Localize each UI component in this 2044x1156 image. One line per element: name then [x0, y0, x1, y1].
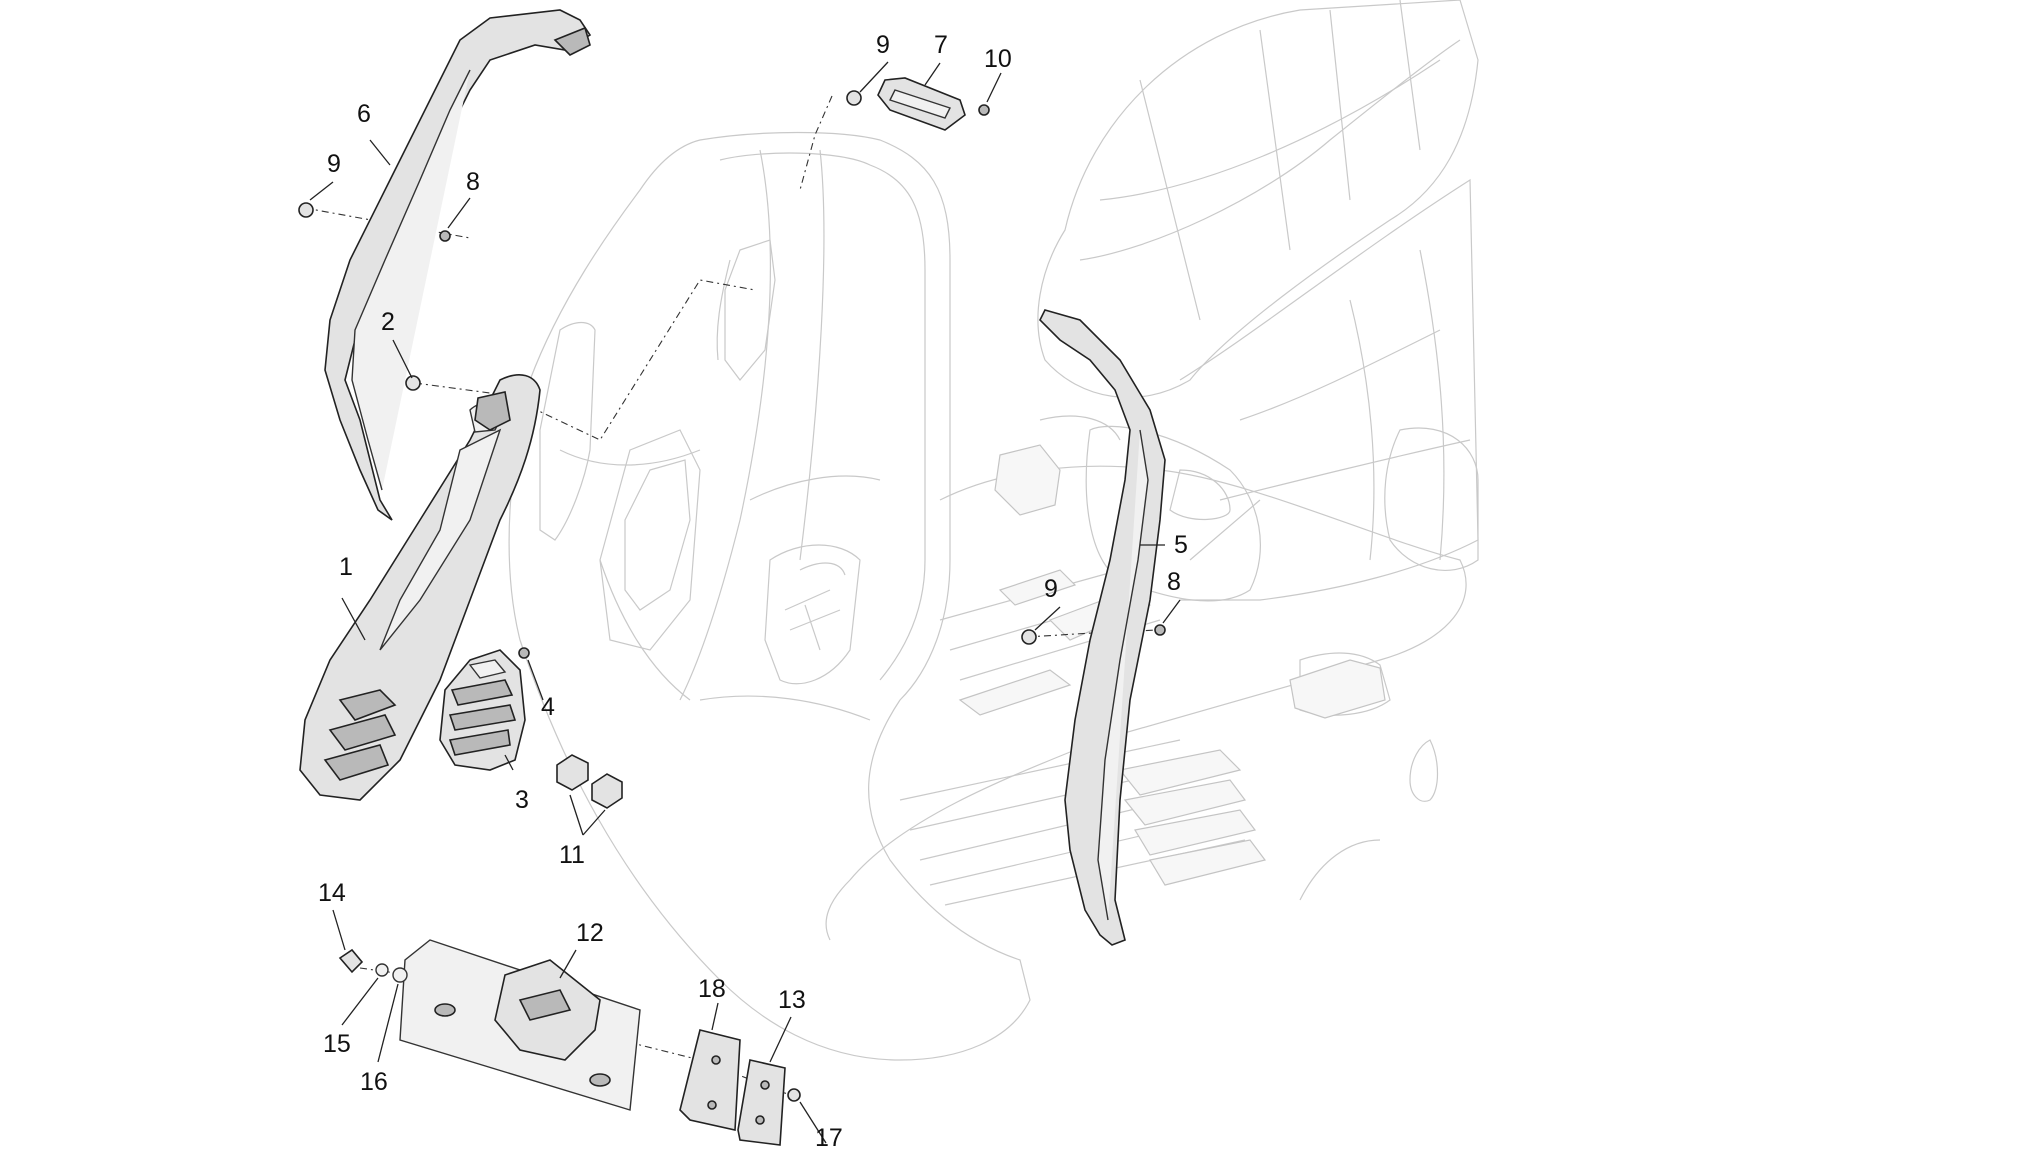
- callout-17: 17: [815, 1124, 843, 1151]
- callout-14: 14: [318, 879, 346, 907]
- callout-8-right: 8: [1167, 568, 1181, 596]
- callout-9-right: 9: [1044, 575, 1058, 603]
- callout-4: 4: [541, 693, 555, 721]
- callout-1: 1: [339, 553, 353, 581]
- part-12-plate-holder: [399, 939, 641, 1111]
- callout-9-left: 9: [327, 150, 341, 178]
- part-5-right-trim-strip: [1039, 309, 1166, 946]
- washer-15: [375, 963, 389, 977]
- callout-18: 18: [698, 975, 726, 1003]
- screw-10: [978, 104, 990, 116]
- screw-8-left: [439, 230, 451, 242]
- part-7-bracket: [877, 77, 966, 131]
- callout-13: 13: [778, 986, 806, 1014]
- callout-12: 12: [576, 919, 604, 947]
- part-13-spacer: [737, 1059, 786, 1146]
- callout-9-top: 9: [876, 31, 890, 59]
- callout-numbers: 1 2 3 4 5 6 7 8 8 9 9 9 10 11 12 13 14 1…: [318, 31, 1188, 1152]
- callout-7: 7: [934, 31, 948, 59]
- screw-2: [405, 375, 421, 391]
- callout-3: 3: [515, 786, 529, 814]
- washer-16: [392, 967, 408, 983]
- callout-15: 15: [323, 1030, 351, 1058]
- callout-8-left: 8: [466, 168, 480, 196]
- leader-lines: [309, 61, 1181, 1144]
- callout-2: 2: [381, 308, 395, 336]
- scooter-body-outline: [508, 0, 1479, 1061]
- nut-9-right: [1021, 629, 1037, 645]
- part-6-left-trim-strip: [324, 9, 592, 521]
- callout-5: 5: [1174, 531, 1188, 559]
- nut-9-top: [846, 90, 862, 106]
- screw-8-right: [1154, 624, 1166, 636]
- screw-4: [518, 647, 530, 659]
- part-3-horn-grille: [439, 649, 526, 771]
- callout-16: 16: [360, 1068, 388, 1096]
- part-1-legshield-cover: [299, 374, 541, 801]
- fasteners: [298, 90, 1166, 1102]
- callout-11: 11: [559, 841, 585, 869]
- screw-14: [338, 948, 364, 974]
- part-18-spacer: [679, 1029, 741, 1131]
- screw-9-left: [298, 202, 314, 218]
- nut-17: [787, 1088, 801, 1102]
- part-11-clips: [556, 754, 623, 809]
- callout-6: 6: [357, 100, 371, 128]
- callout-10: 10: [984, 45, 1012, 73]
